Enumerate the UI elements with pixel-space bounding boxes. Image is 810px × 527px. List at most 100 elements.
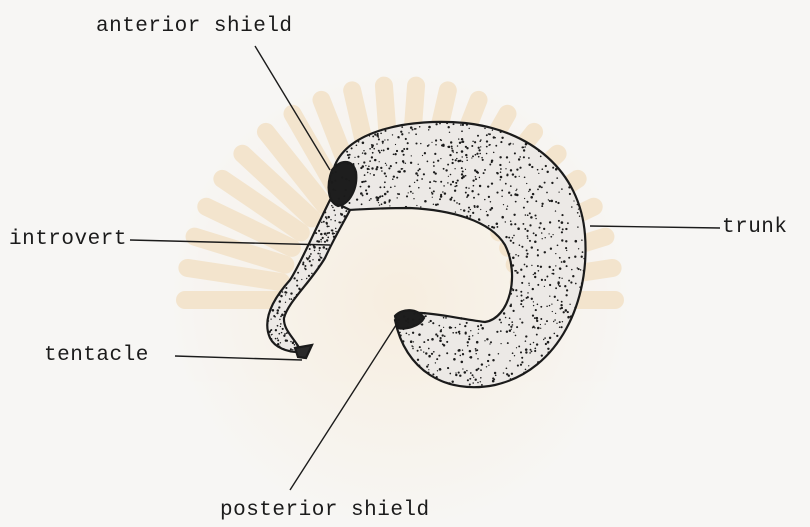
stipple-dot	[550, 248, 552, 250]
stipple-dot	[534, 276, 536, 278]
stipple-dot	[399, 334, 401, 336]
stipple-dot	[286, 340, 288, 342]
stipple-dot	[407, 142, 409, 144]
stipple-dot	[310, 253, 312, 255]
stipple-dot	[516, 326, 518, 328]
stipple-dot	[469, 215, 471, 217]
stipple-dot	[480, 324, 482, 326]
stipple-dot	[458, 372, 460, 374]
stipple-dot	[464, 325, 466, 327]
stipple-dot	[401, 126, 403, 128]
stipple-dot	[512, 310, 514, 312]
stipple-dot	[561, 239, 563, 241]
stipple-dot	[561, 231, 563, 233]
stipple-dot	[440, 181, 442, 183]
stipple-dot	[345, 178, 347, 180]
stipple-dot	[534, 241, 537, 244]
stipple-dot	[353, 163, 355, 165]
stipple-dot	[549, 266, 551, 268]
stipple-dot	[504, 306, 506, 308]
stipple-dot	[461, 177, 463, 179]
stipple-dot	[471, 157, 472, 158]
stipple-dot	[384, 172, 386, 174]
stipple-dot	[479, 140, 481, 142]
stipple-dot	[515, 289, 517, 291]
stipple-dot	[459, 355, 461, 357]
stipple-dot	[339, 222, 341, 224]
stipple-dot	[514, 223, 516, 225]
stipple-dot	[385, 175, 387, 177]
stipple-dot	[324, 241, 326, 243]
stipple-dot	[558, 284, 559, 285]
stipple-dot	[443, 168, 445, 170]
stipple-dot	[511, 373, 513, 375]
stipple-dot	[486, 211, 487, 212]
stipple-dot	[435, 181, 437, 183]
stipple-dot	[537, 265, 539, 267]
stipple-dot	[458, 203, 460, 205]
stipple-dot	[320, 233, 322, 235]
stipple-dot	[308, 275, 310, 277]
stipple-dot	[556, 335, 558, 337]
stipple-dot	[403, 170, 406, 173]
stipple-dot	[433, 351, 435, 353]
stipple-dot	[326, 223, 328, 225]
stipple-dot	[537, 249, 539, 251]
stipple-dot	[379, 152, 381, 154]
stipple-dot	[376, 143, 378, 145]
stipple-dot	[384, 181, 386, 183]
stipple-dot	[496, 222, 499, 225]
stipple-dot	[388, 167, 390, 169]
stipple-dot	[530, 349, 532, 351]
stipple-dot	[283, 335, 285, 337]
stipple-dot	[477, 368, 479, 370]
stipple-dot	[365, 165, 366, 166]
stipple-dot	[275, 338, 277, 340]
stipple-dot	[304, 265, 306, 267]
stipple-dot	[467, 379, 469, 381]
stipple-dot	[336, 203, 338, 205]
stipple-dot	[420, 143, 421, 144]
stipple-dot	[413, 198, 414, 199]
stipple-dot	[533, 274, 534, 275]
stipple-dot	[358, 141, 360, 143]
stipple-dot	[578, 248, 579, 249]
stipple-dot	[472, 374, 474, 376]
stipple-dot	[509, 330, 511, 332]
stipple-dot	[362, 152, 363, 153]
stipple-dot	[285, 326, 287, 328]
stipple-dot	[423, 312, 425, 314]
stipple-dot	[515, 254, 516, 255]
stipple-dot	[508, 324, 510, 326]
stipple-dot	[367, 172, 369, 174]
stipple-dot	[359, 208, 360, 209]
stipple-dot	[386, 164, 387, 165]
stipple-dot	[284, 311, 286, 313]
stipple-dot	[505, 317, 507, 319]
stipple-dot	[455, 159, 457, 161]
stipple-dot	[455, 182, 456, 183]
stipple-dot	[418, 333, 421, 336]
stipple-dot	[540, 324, 541, 325]
stipple-dot	[332, 189, 334, 191]
stipple-dot	[524, 264, 526, 266]
stipple-dot	[278, 333, 280, 335]
stipple-dot	[446, 341, 448, 343]
stipple-dot	[500, 343, 501, 344]
stipple-dot	[419, 319, 420, 320]
stipple-dot	[456, 152, 458, 154]
stipple-dot	[286, 284, 287, 285]
stipple-dot	[392, 134, 393, 135]
stipple-dot	[335, 166, 337, 168]
stipple-dot	[536, 317, 538, 319]
stipple-dot	[534, 348, 536, 350]
stipple-dot	[557, 299, 559, 301]
stipple-dot	[555, 253, 556, 254]
stipple-dot	[520, 364, 522, 366]
stipple-dot	[513, 214, 515, 216]
stipple-dot	[273, 315, 275, 317]
stipple-dot	[387, 191, 389, 193]
stipple-dot	[331, 181, 334, 184]
stipple-dot	[465, 154, 467, 156]
stipple-dot	[368, 185, 370, 187]
